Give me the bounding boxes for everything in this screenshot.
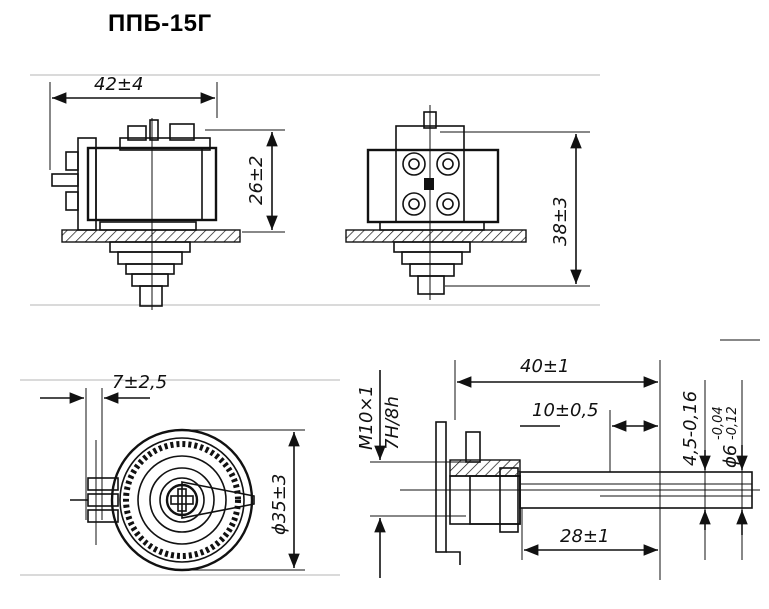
top-view [40,388,305,572]
side-view-front [49,82,285,310]
dim-thread: M10×1 [356,385,377,450]
dim-28: 28±1 [560,526,609,547]
dim-42: 42±4 [94,74,143,95]
dim-10: 10±0,5 [532,400,599,421]
scan-background-noise [20,74,600,576]
dim-4-5: 4,5-0,16 [680,391,701,466]
dim-35: ϕ35±3 [269,474,290,535]
dim-6-lower: -0,12 [725,406,740,440]
dim-26: 26±2 [246,156,267,205]
drawing-title: ППБ-15Г [108,10,212,37]
dim-40: 40±1 [520,356,569,377]
dim-38: 38±3 [550,197,571,246]
dim-7: 7±2,5 [112,372,167,393]
dim-6: ϕ6 [720,445,741,468]
dim-thread-fit: 7H/8h [382,396,403,450]
dim-6-upper: -0,04 [711,406,726,440]
shaft-view [370,339,760,580]
side-view-side [345,105,590,300]
